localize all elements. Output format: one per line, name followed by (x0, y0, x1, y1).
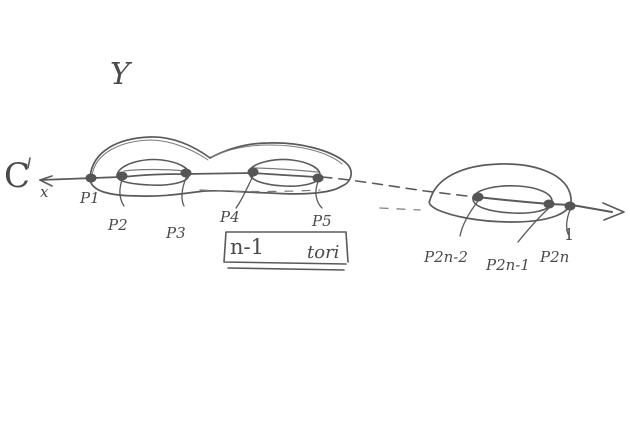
point-p1-dot (85, 173, 97, 183)
origin-label-x: x (40, 183, 49, 201)
hole-1-outline (116, 158, 190, 186)
point-p2n-1-dot (543, 199, 555, 209)
infinity-label: 1 (564, 225, 574, 244)
tori-box-count: n-1 (230, 235, 264, 259)
point-p2n-2-dot (472, 192, 484, 202)
point-p3-label: P3 (165, 224, 186, 242)
point-p2-dot (116, 171, 128, 181)
point-p2-label: P2 (107, 216, 128, 234)
point-p4-label: P4 (219, 208, 240, 226)
surface-dashed-lower (199, 189, 421, 211)
surface-label-y: Y (110, 57, 133, 92)
point-p5-dot (312, 173, 324, 183)
surface-outline-left-sketch (91, 139, 343, 177)
real-axis-dashed (321, 176, 476, 198)
point-leader-lines (119, 175, 571, 243)
point-p2n-1-label: P2n-1 (485, 256, 530, 274)
point-p5-label: P5 (311, 212, 332, 230)
point-p3-dot (180, 168, 192, 178)
surface-outline-left (89, 136, 352, 198)
hole-right-outline (472, 185, 553, 214)
surface-outline-right (428, 163, 572, 223)
cut-upper-strokes (123, 167, 319, 173)
plane-label-c: C (4, 156, 30, 196)
point-p2n-2-label: P2n-2 (423, 248, 468, 266)
plane-prime-mark (27, 157, 31, 169)
axis-left-arrow (39, 175, 53, 187)
tori-box-outline (223, 231, 349, 271)
point-p2n-label: P2n (539, 248, 569, 266)
point-infinity-dot (564, 201, 576, 211)
axis-arrow-head (602, 202, 625, 221)
point-p1-label: P1 (79, 189, 100, 207)
tori-box-word: tori (307, 242, 339, 263)
real-axis-solid (39, 172, 319, 181)
point-p4-dot (247, 167, 259, 177)
